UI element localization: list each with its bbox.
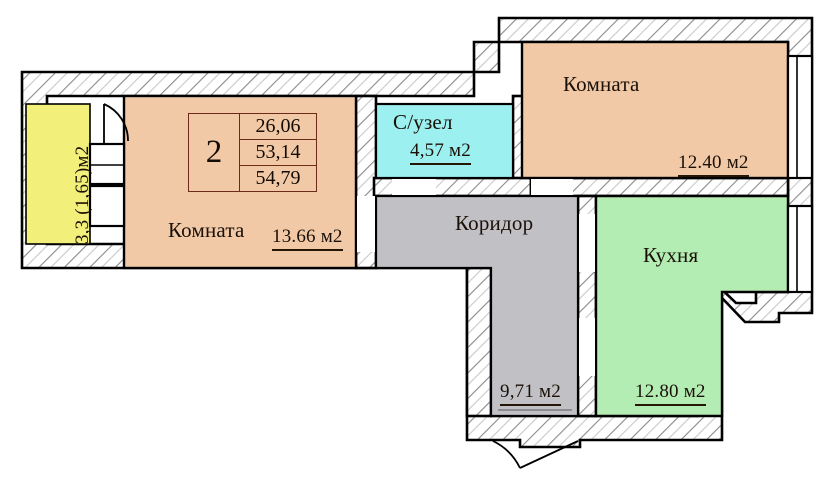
- doorway-room-left: [357, 196, 375, 252]
- doorway-kitchen-lower: [579, 318, 595, 376]
- room-fill-corridor: [374, 194, 580, 418]
- room-top-right-name: Комната: [563, 72, 640, 96]
- room-left-name: Комната: [168, 218, 245, 242]
- room-fills: [25, 40, 790, 418]
- wall-partition-corridor-left: [465, 266, 493, 418]
- windows: [88, 54, 814, 294]
- window-balcony-upper: [88, 142, 126, 186]
- window-right-lower: [786, 204, 814, 294]
- window-mullions: [90, 56, 798, 292]
- kitchen-name: Кухня: [643, 243, 699, 267]
- info-values-column: 26,06 53,14 54,79: [240, 114, 316, 191]
- doorway-room-top-right: [531, 179, 573, 195]
- apartment-info-table: 2 26,06 53,14 54,79: [188, 113, 317, 192]
- corridor-area: 9,71 м2: [500, 381, 561, 406]
- doorway-kitchen: [579, 214, 595, 272]
- info-value-total-with-balcony: 54,79: [255, 167, 301, 189]
- door-swing-balcony: [103, 103, 129, 142]
- corridor-name: Коридор: [455, 211, 534, 235]
- doorway-bathroom: [392, 179, 436, 195]
- bathroom-name: С/узел: [393, 110, 453, 134]
- window-right-upper: [786, 54, 814, 180]
- room-top-right-area: 12.40 м2: [678, 152, 749, 177]
- kitchen-area: 12.80 м2: [635, 381, 706, 406]
- door-symbols: [103, 103, 579, 469]
- room-fill-kitchen: [594, 194, 790, 418]
- balcony-area-label: 3,3 (1,65)м2: [72, 145, 93, 244]
- info-value-total-area: 53,14: [240, 140, 316, 166]
- room-left-area: 13.66 м2: [272, 226, 343, 251]
- info-rooms-count: 2: [189, 114, 240, 191]
- openings: [357, 179, 595, 376]
- door-swing-entrance: [492, 440, 521, 469]
- room-fill-balcony: [25, 103, 91, 245]
- info-value-living-area: 26,06: [240, 114, 316, 140]
- door-leaf-entrance: [519, 440, 579, 469]
- room-fill-bathroom: [374, 102, 515, 180]
- window-balcony-lower: [88, 184, 126, 228]
- bathroom-area: 4,57 м2: [410, 140, 471, 165]
